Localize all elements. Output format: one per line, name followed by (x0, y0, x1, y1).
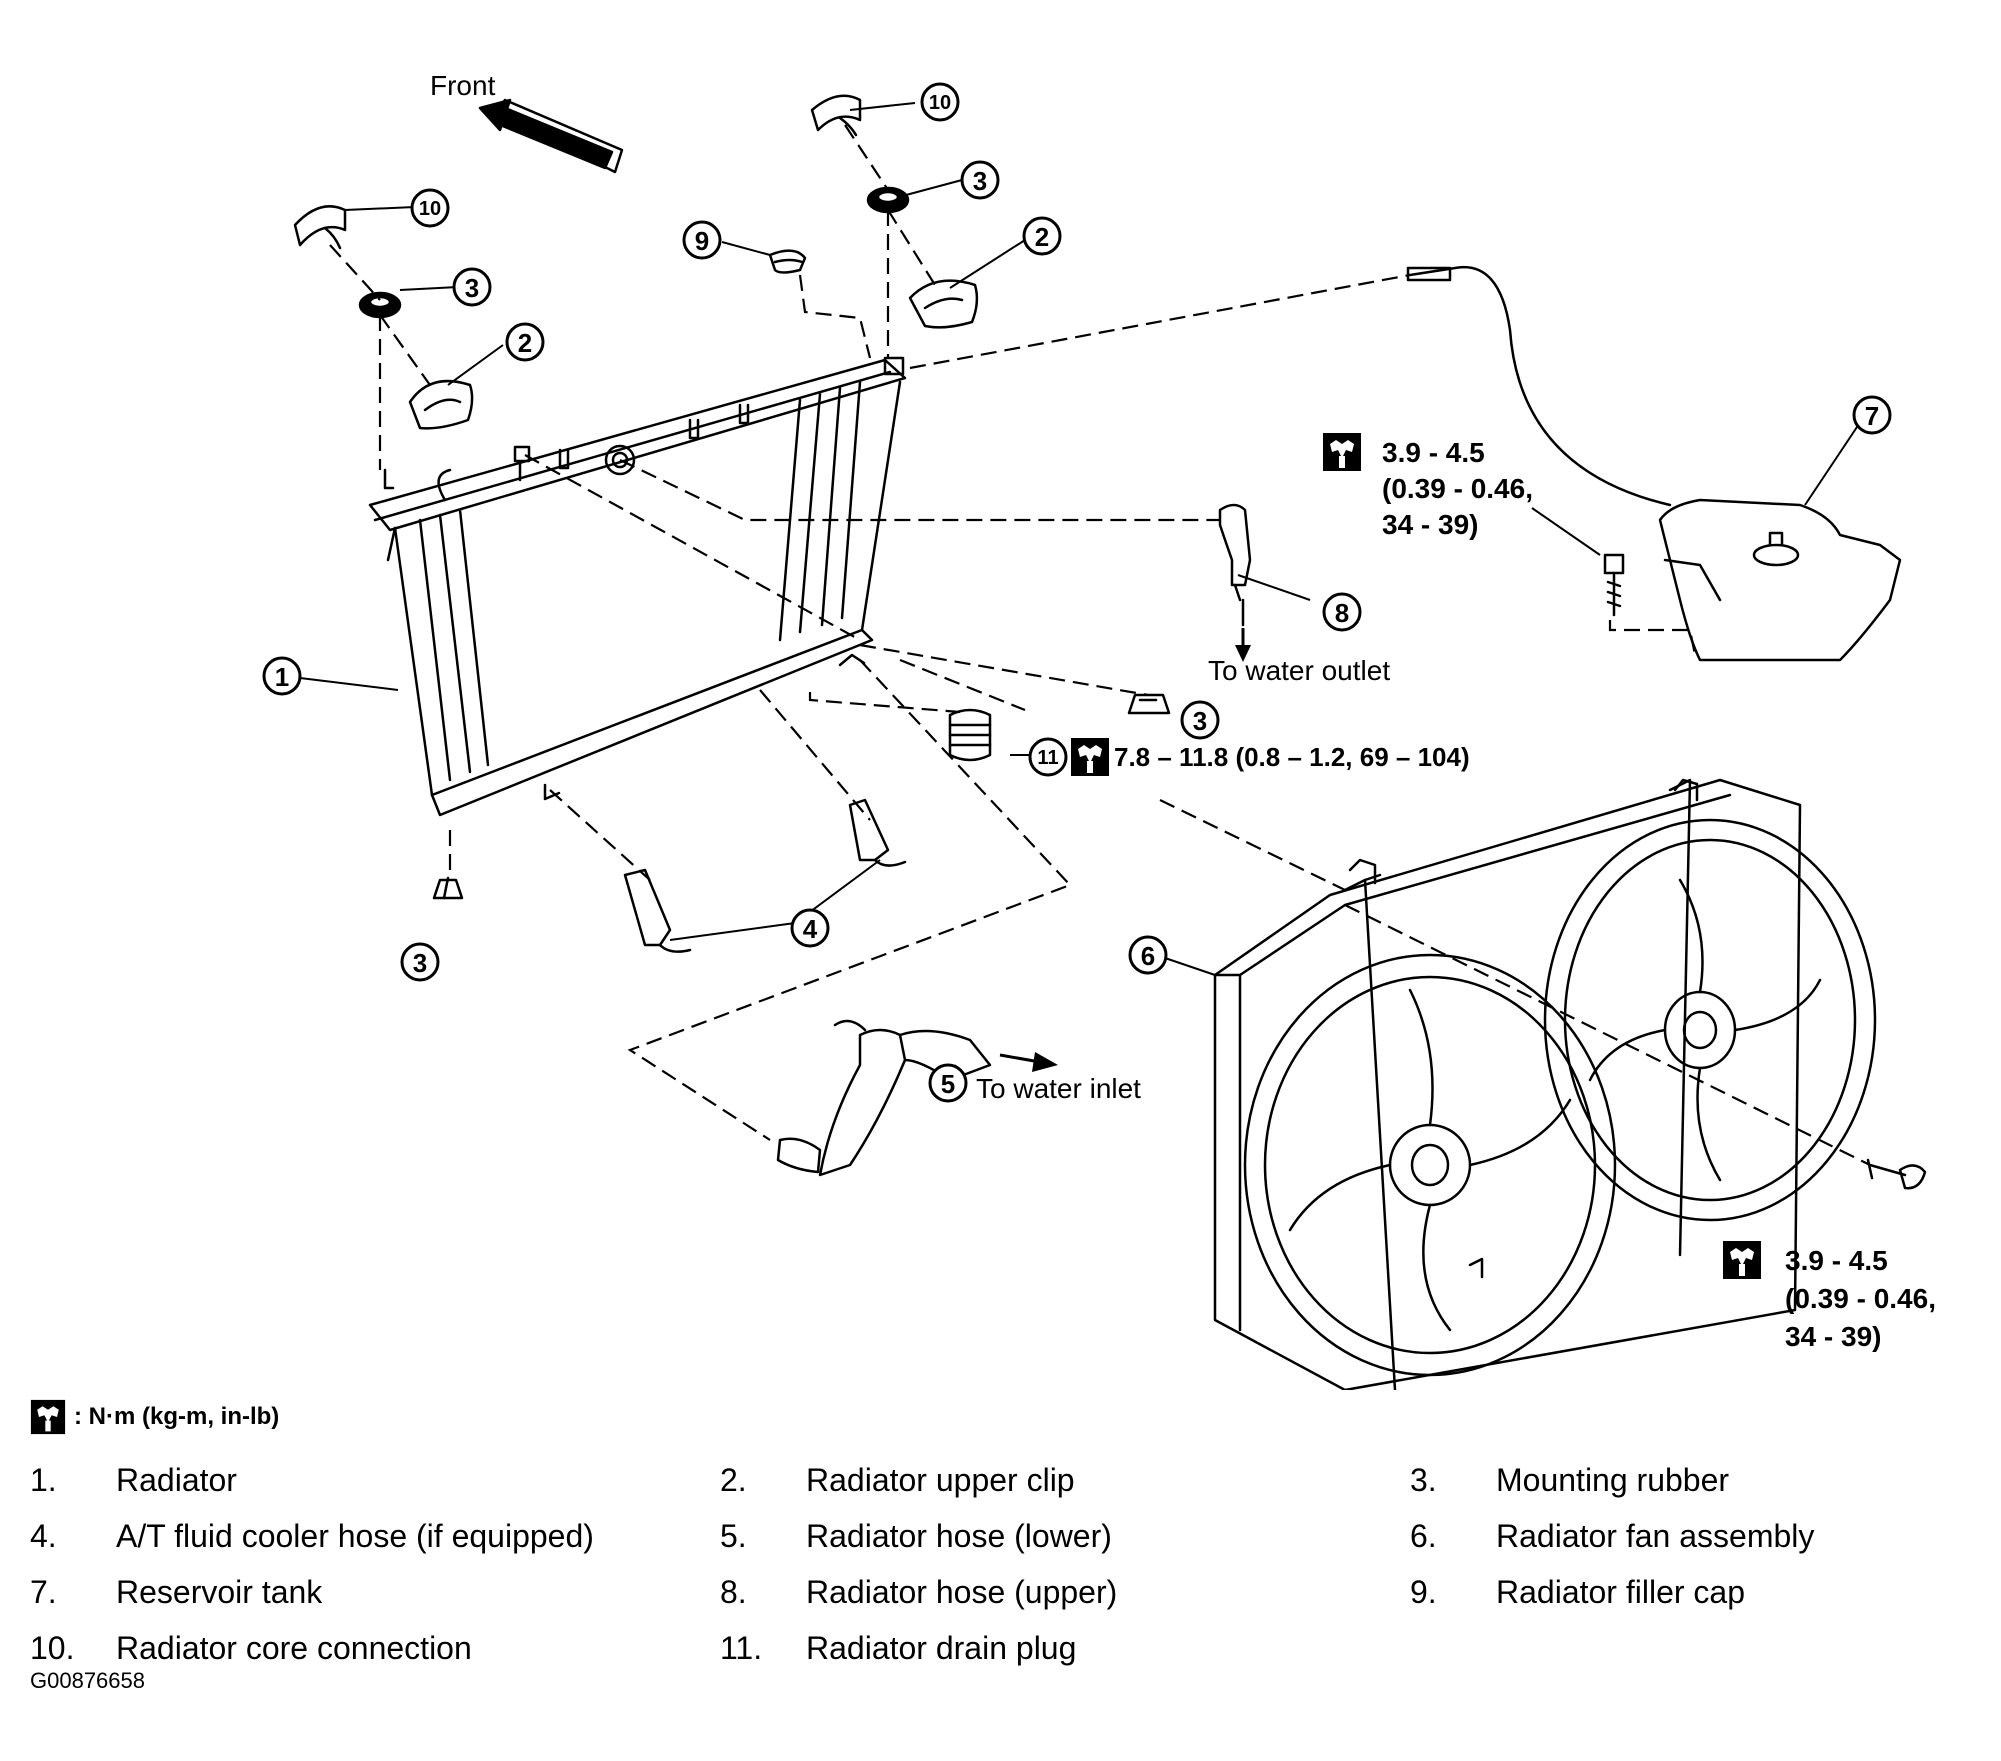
callout-label-4: 4 (803, 914, 818, 944)
to-water-outlet-label: To water outlet (1208, 655, 1390, 686)
front-arrow (478, 98, 624, 174)
torque-fan-line3: 34 - 39) (1785, 1321, 1882, 1352)
callout-label-2-left: 2 (518, 328, 532, 358)
list-item: 3.Mounting rubber (1410, 1462, 1730, 1498)
callout-6 (1128, 935, 1168, 975)
torque-unit-legend: : N·m (kg-m, in-lb) (30, 1395, 1970, 1439)
callout-9 (682, 220, 722, 260)
torque-icon-reservoir (1323, 433, 1361, 471)
upper-clip-left (408, 379, 474, 430)
fan-bolt (1866, 1158, 1927, 1190)
mounting-rubber-lower (432, 876, 464, 900)
callout-label-9: 9 (695, 226, 709, 256)
callout-label-6: 6 (1141, 941, 1155, 971)
list-item: 2.Radiator upper clip (720, 1462, 1075, 1498)
radiator-hose-upper (1218, 503, 1252, 627)
torque-icon-drain (1071, 738, 1109, 776)
callout-label-10-right: 10 (929, 92, 951, 114)
list-item: 8.Radiator hose (upper) (720, 1574, 1118, 1610)
callout-3-right (1180, 700, 1220, 740)
callout-8 (1322, 592, 1362, 632)
callout-label-3-top-left: 3 (465, 273, 479, 303)
callout-1 (262, 656, 302, 696)
torque-drain: 7.8 – 11.8 (0.8 – 1.2, 69 – 104) (1114, 742, 1470, 772)
list-item: 4.A/T fluid cooler hose (if equipped) (30, 1518, 594, 1554)
torque-reservoir-line2: (0.39 - 0.46, (1382, 473, 1533, 504)
upper-clip-right (908, 279, 979, 329)
filler-cap (768, 249, 807, 274)
callout-label-8: 8 (1335, 598, 1349, 628)
reservoir-tank (1406, 265, 1902, 662)
torque-wrench-icon (30, 1399, 66, 1435)
list-item: 1.Radiator (30, 1462, 237, 1498)
callout-label-5: 5 (941, 1069, 955, 1099)
flow-arrows (999, 628, 1251, 1072)
mounting-rubber-top-left (358, 291, 402, 319)
parts-legend: : N·m (kg-m, in-lb) 1.Radiator 2.Radiato… (30, 1395, 1970, 1667)
to-water-inlet-label: To water inlet (976, 1073, 1141, 1104)
callout-label-3-lower: 3 (413, 948, 427, 978)
callout-10-right (920, 82, 960, 122)
callout-4 (790, 908, 830, 948)
list-item: 11.Radiator drain plug (720, 1630, 1077, 1666)
list-item: 10.Radiator core connection (30, 1630, 472, 1666)
callout-3-top-left (452, 267, 492, 307)
callout-3-top-right (960, 160, 1000, 200)
list-item: 5.Radiator hose (lower) (720, 1518, 1112, 1554)
radiator-fan-assembly (1213, 778, 1877, 1390)
callout-leaders (299, 102, 1866, 1081)
torque-unit-text: : N·m (kg-m, in-lb) (74, 1403, 280, 1430)
radiator-hose-lower (776, 1019, 992, 1177)
figure-code: G00876658 (30, 1668, 145, 1693)
callout-10-left (410, 188, 450, 228)
callout-2-left (505, 322, 545, 362)
callout-label-2-right: 2 (1035, 222, 1049, 252)
leader-lines (329, 124, 1871, 1166)
callout-label-3-top-right: 3 (973, 166, 987, 196)
torque-reservoir-line3: 34 - 39) (1382, 509, 1479, 540)
callout-2-right (1022, 216, 1062, 256)
torque-fan-line1: 3.9 - 4.5 (1785, 1245, 1888, 1276)
at-fluid-cooler-hose (623, 798, 907, 953)
torque-fan-line2: (0.39 - 0.46, (1785, 1283, 1936, 1314)
callout-label-7: 7 (1865, 401, 1879, 431)
callout-label-10-left: 10 (419, 198, 441, 220)
list-item: 6.Radiator fan assembly (1410, 1518, 1815, 1554)
list-item: 9.Radiator filler cap (1410, 1574, 1745, 1610)
parts-list: 1.Radiator 2.Radiator upper clip 3.Mount… (30, 1461, 1970, 1667)
list-item: 7.Reservoir tank (30, 1574, 323, 1610)
callout-5 (928, 1063, 968, 1103)
mounting-rubber-top-right (866, 186, 910, 214)
callout-7 (1852, 395, 1892, 435)
callout-3-lower (400, 942, 440, 982)
core-connection-right (810, 94, 862, 137)
callout-label-1: 1 (275, 662, 289, 692)
core-connection-left (293, 205, 347, 250)
radiator-exploded-diagram: 1 2 2 3 3 3 3 4 5 6 7 8 9 10 10 11 Front… (262, 70, 1936, 1390)
front-label: Front (430, 70, 496, 101)
torque-reservoir-line1: 3.9 - 4.5 (1382, 437, 1485, 468)
torque-icon-fan (1723, 1241, 1761, 1279)
drain-plug (948, 708, 992, 762)
callout-11 (1028, 737, 1068, 777)
mounting-rubber-right (1127, 693, 1171, 715)
callout-label-11: 11 (1037, 747, 1058, 769)
radiator (368, 356, 907, 817)
callout-label-3-right: 3 (1193, 706, 1207, 736)
